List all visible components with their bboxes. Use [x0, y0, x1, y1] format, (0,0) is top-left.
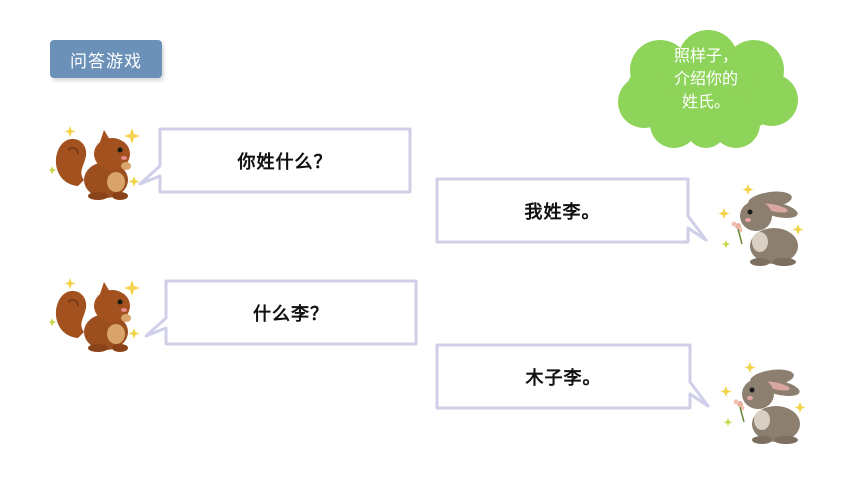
bubble-shape	[138, 127, 412, 194]
bubble-text: 你姓什么？	[237, 151, 333, 173]
speech-bubble-squirrel: 你姓什么？	[138, 126, 414, 196]
hint-line: 照样子，	[673, 46, 738, 65]
game-title-tag: 问答游戏	[50, 40, 162, 78]
hint-cloud: 照样子， 介绍你的 姓氏。	[612, 30, 800, 150]
bubble-text: 什么李？	[253, 303, 329, 325]
game-title-label: 问答游戏	[70, 51, 142, 72]
cloud-shape-icon	[618, 30, 798, 148]
rabbit-icon	[720, 362, 806, 444]
hint-text: 照样子， 介绍你的 姓氏。	[612, 44, 800, 113]
squirrel-icon	[50, 278, 140, 352]
bubble-shape	[435, 343, 710, 410]
bubble-shape	[435, 177, 708, 244]
rabbit-icon	[718, 184, 804, 266]
speech-bubble-rabbit: 木子李。	[434, 342, 714, 412]
bubble-text: 木子李。	[525, 367, 602, 389]
speech-bubble-squirrel: 什么李？	[144, 278, 420, 348]
speech-bubble-rabbit: 我姓李。	[434, 176, 712, 246]
squirrel-icon	[50, 126, 140, 200]
bubble-text: 我姓李。	[524, 201, 601, 223]
hint-line: 姓氏。	[681, 92, 730, 111]
hint-line: 介绍你的	[673, 69, 738, 88]
bubble-shape	[144, 279, 418, 346]
